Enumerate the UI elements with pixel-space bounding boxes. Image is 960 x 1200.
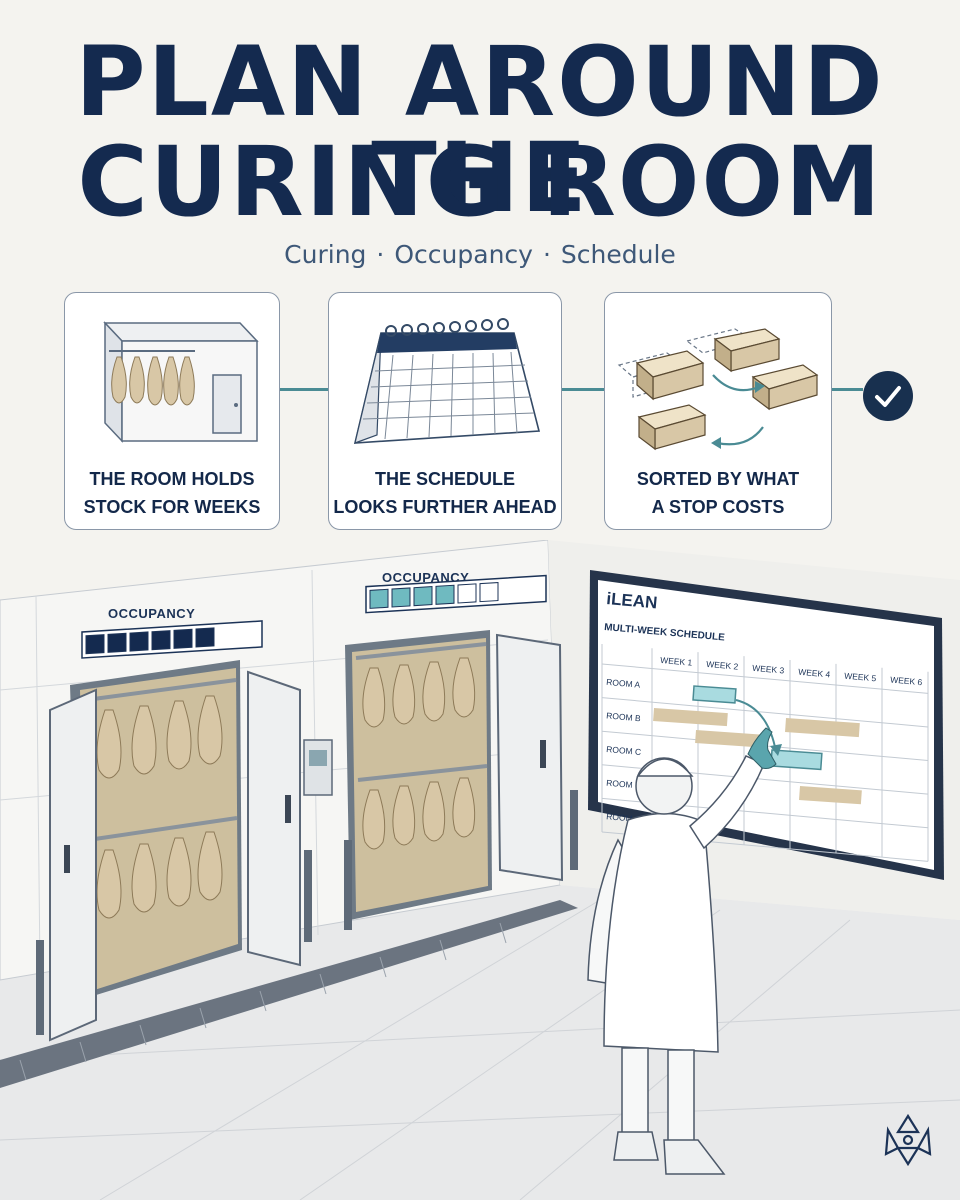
worker-figure [587, 727, 777, 1175]
occupancy-cell [391, 587, 411, 608]
subtitle-separator: · [542, 240, 551, 269]
board-week-header: WEEK 1 [660, 655, 693, 668]
board-room-label: ROOM D [606, 778, 642, 791]
occupancy-meter-room-1 [81, 620, 263, 659]
step-3-caption: SORTED BY WHAT A STOP COSTS [636, 469, 800, 517]
board-week-header: WEEK 6 [890, 675, 923, 688]
occupancy-cell [479, 582, 499, 603]
occupancy-cell [369, 588, 389, 609]
title-line-1: PLAN AROUND THE [75, 26, 885, 234]
board-week-header: WEEK 4 [798, 667, 831, 680]
step-2-caption: THE SCHEDULE LOOKS FURTHER AHEAD [333, 469, 557, 517]
occupancy-cell [85, 634, 105, 655]
connector-2 [561, 388, 604, 391]
occupancy-meter-room-2 [365, 574, 547, 614]
board-brand: iLEAN [606, 589, 658, 612]
logo-icon [884, 1113, 932, 1167]
board-room-label: ROOM A [606, 677, 641, 690]
occupancy-frame [81, 620, 263, 659]
subtitle: Curing · Occupancy · Schedule [0, 240, 960, 269]
occupancy-cell [413, 586, 433, 607]
board-schedule-bars [653, 685, 862, 805]
occupancy-cell [195, 627, 215, 648]
occupancy-cell [435, 584, 455, 605]
board-week-header: WEEK 5 [844, 671, 877, 684]
board-week-header: WEEK 2 [706, 659, 739, 672]
occupancy-cell [457, 583, 477, 604]
occupancy-label-room-1: OCCUPANCY [108, 606, 195, 621]
board-room-label: ROOM C [606, 744, 642, 757]
board-week-header: WEEK 3 [752, 663, 785, 676]
calendar-icon [353, 318, 541, 444]
title-line-2: CURING ROOM [77, 126, 883, 238]
board-week-headers: WEEK 1 WEEK 2 WEEK 3 WEEK 4 WEEK 5 WEEK 6 [660, 655, 923, 687]
subtitle-schedule: Schedule [560, 240, 676, 269]
check-icon [863, 371, 913, 421]
board-room-label: ROOM B [606, 710, 642, 723]
occupancy-frame [365, 574, 547, 614]
step-card-room: THE ROOM HOLDS STOCK FOR WEEKS [64, 292, 280, 530]
occupancy-cell [151, 630, 171, 651]
step-card-schedule: THE SCHEDULE LOOKS FURTHER AHEAD [328, 292, 562, 530]
step-1-caption: THE ROOM HOLDS STOCK FOR WEEKS [83, 469, 261, 517]
step-card-sorted: SORTED BY WHAT A STOP COSTS [604, 292, 832, 530]
curing-room-scene: OCCUPANCY OCCUPANCY iLEAN MULTI-WEE [0, 540, 960, 1200]
occupancy-cell [173, 628, 193, 649]
connector-3 [831, 388, 863, 391]
curing-room-icon [103, 321, 259, 443]
subtitle-separator: · [376, 240, 385, 269]
occupancy-cell [129, 631, 149, 652]
subtitle-curing: Curing [284, 240, 367, 269]
sorted-blocks-icon [617, 328, 819, 451]
occupancy-cell [107, 632, 127, 653]
connector-1 [279, 388, 328, 391]
subtitle-occupancy: Occupancy [394, 240, 533, 269]
